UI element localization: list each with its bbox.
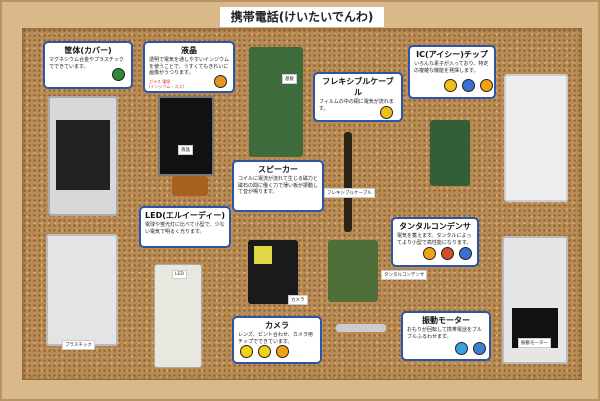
tag-lcd: 液晶 [178,145,193,155]
camera-module [248,240,298,304]
phone-keypad-half [46,234,118,346]
card-text: コイルに電流が流れて生じる磁力と磁石の間に働く力で薄い板が振動して音が鳴ります。 [238,176,319,195]
card-title: カメラ [265,321,289,330]
rear-case [504,74,568,202]
phone-top-half [48,96,118,216]
tag-tantalum: タンタルコンデンサ [381,270,428,280]
sub-board [328,240,378,302]
mascot-icon [455,342,468,355]
tag-board: 基板 [282,74,297,84]
mascot-icon [473,342,486,355]
mascot-icon [444,79,457,92]
mascot-icon [112,68,125,81]
lcd-flex [172,176,208,196]
mascot-icon [240,345,253,358]
key-sheet [154,264,202,368]
card-title: IC(アイシー)チップ [416,50,488,59]
card-camera: カメラ レンズ、ピント合わせ、カメラ用チップでできています。 [232,316,322,364]
mascot-icon [462,79,475,92]
ic-board [430,120,470,186]
mascot-icon [423,247,436,260]
card-text: フィルムの中の銅に電気が流れます。 [319,99,394,112]
mascot-icon [441,247,454,260]
legend-glass: ガラス [149,79,161,84]
lcd-legend: ガラス 電極 (インジウム・スズ) [149,79,209,89]
mascot-icon [214,75,227,88]
tag-motor: 振動モーター [518,338,551,348]
card-title: スピーカー [258,165,298,174]
mascot-icon [276,345,289,358]
mascot-icon [380,106,393,119]
main-board [249,47,303,157]
card-text: 電球や蛍光灯に比べて小型で、少ない電気で明るく光ります。 [145,222,225,235]
card-casing: 筐体(カバー) マグネシウム合金やプラスチックでできています。 [43,41,133,89]
card-text: 透明で電気を通しやすいインジウムを使うことで、うすくてもきれいに画像がうつります… [149,57,229,76]
card-lcd: 液晶 透明で電気を通しやすいインジウムを使うことで、うすくてもきれいに画像がうつ… [143,41,235,93]
motor-part [336,324,386,332]
mascot-icon [480,79,493,92]
card-flexible-cable: フレキシブルケーブル フィルムの中の銅に電気が流れます。 [313,72,403,122]
flex-cable [344,132,352,232]
card-title: LED(エルイーディー) [145,211,225,220]
mascot-icon [258,345,271,358]
tag-plastic: プラスチック [62,340,95,350]
card-title: 筐体(カバー) [64,46,112,55]
lcd-panel [158,96,214,176]
tag-camera: カメラ [288,295,308,305]
card-title: フレキシブルケーブル [322,77,394,97]
tag-flex: フレキシブルケーブル [324,188,375,198]
mascot-icon [459,247,472,260]
card-title: 液晶 [181,46,197,55]
card-text: レンズ、ピント合わせ、カメラ用チップでできています。 [238,332,313,345]
card-tantalum-capacitor: タンタルコンデンサ 電気を蓄えます。タンタルによってより小型で高性能になります。 [391,217,479,267]
legend-material: (インジウム・スズ) [149,84,185,89]
card-speaker: スピーカー コイルに電流が流れて生じる磁力と磁石の間に働く力で薄い板が振動して音… [232,160,324,212]
tag-led: LED [172,270,187,279]
legend-electrode: 電極 [162,79,171,84]
board-title: 携帯電話(けいたいでんわ) [220,7,384,27]
card-title: タンタルコンデンサ [399,222,471,231]
card-vibration-motor: 振動モーター おもりが回転して携帯電話をブルブルふるわせます。 [401,311,491,361]
card-text: 電気を蓄えます。タンタルによってより小型で高性能になります。 [397,233,472,246]
card-text: おもりが回転して携帯電話をブルブルふるわせます。 [407,327,482,340]
card-ic-chip: IC(アイシー)チップ いろんな素子が入っており、特定の複雑な機能を発揮します。 [408,45,496,99]
card-title: 振動モーター [422,316,470,325]
card-text: マグネシウム合金やプラスチックでできています。 [49,57,124,70]
card-text: いろんな素子が入っており、特定の複雑な機能を発揮します。 [414,61,489,74]
card-led: LED(エルイーディー) 電球や蛍光灯に比べて小型で、少ない電気で明るく光ります… [139,206,231,248]
